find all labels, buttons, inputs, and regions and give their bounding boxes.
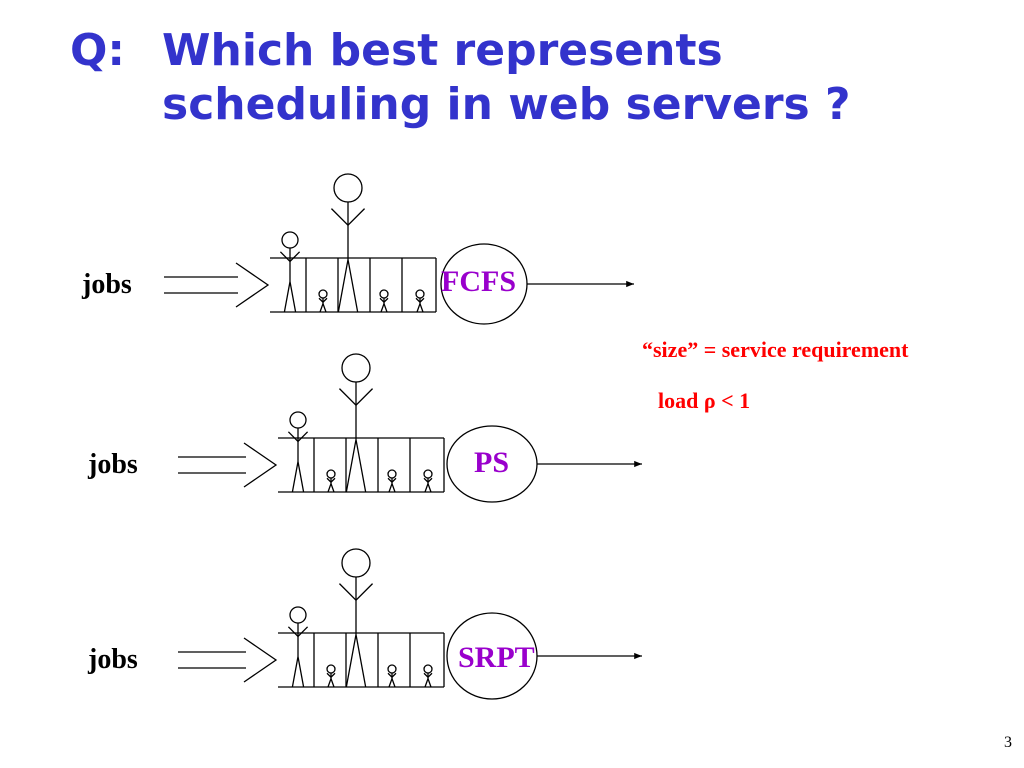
- queue-3-job-small: [326, 664, 336, 688]
- queue-1-jobs-label: jobs: [82, 269, 132, 300]
- size-definition-note: “size” = service requirement: [642, 337, 909, 362]
- queue-3-input-arrow: [243, 637, 278, 683]
- queue-3-job-small: [423, 664, 433, 688]
- queue-1-job-large: [330, 173, 366, 313]
- title-question-marker: Q:: [70, 25, 125, 76]
- queue-1-input-arrow: [235, 262, 270, 308]
- page-number: 3: [1004, 734, 1012, 751]
- title-line-2: scheduling in web servers ?: [162, 79, 851, 130]
- title-line-1: Which best represents: [162, 25, 723, 76]
- queue-2-job-medium: [287, 411, 309, 493]
- queue-1-job-small: [379, 289, 389, 313]
- queue-2-job-small: [326, 469, 336, 493]
- queue-diagram-2: [178, 353, 642, 503]
- queue-3-policy-label: SRPT: [458, 641, 535, 674]
- queue-1-job-medium: [279, 231, 301, 313]
- queue-2-input-arrow: [243, 442, 278, 488]
- queue-2-policy-label: PS: [474, 446, 510, 479]
- queue-1-job-small: [415, 289, 425, 313]
- queue-2-jobs-label: jobs: [88, 449, 138, 480]
- queue-diagram-3: [178, 548, 642, 700]
- queue-3-job-medium: [287, 606, 309, 688]
- queue-2-job-small: [423, 469, 433, 493]
- load-condition-note: load ρ < 1: [658, 388, 751, 413]
- queue-3-job-small: [387, 664, 397, 688]
- queue-3-job-large: [338, 548, 374, 688]
- queue-2-job-large: [338, 353, 374, 493]
- queue-2-job-small: [387, 469, 397, 493]
- queue-1-job-small: [318, 289, 328, 313]
- queue-3-jobs-label: jobs: [88, 644, 138, 675]
- queue-1-policy-label: FCFS: [441, 265, 516, 298]
- queue-diagram-1: [164, 173, 634, 325]
